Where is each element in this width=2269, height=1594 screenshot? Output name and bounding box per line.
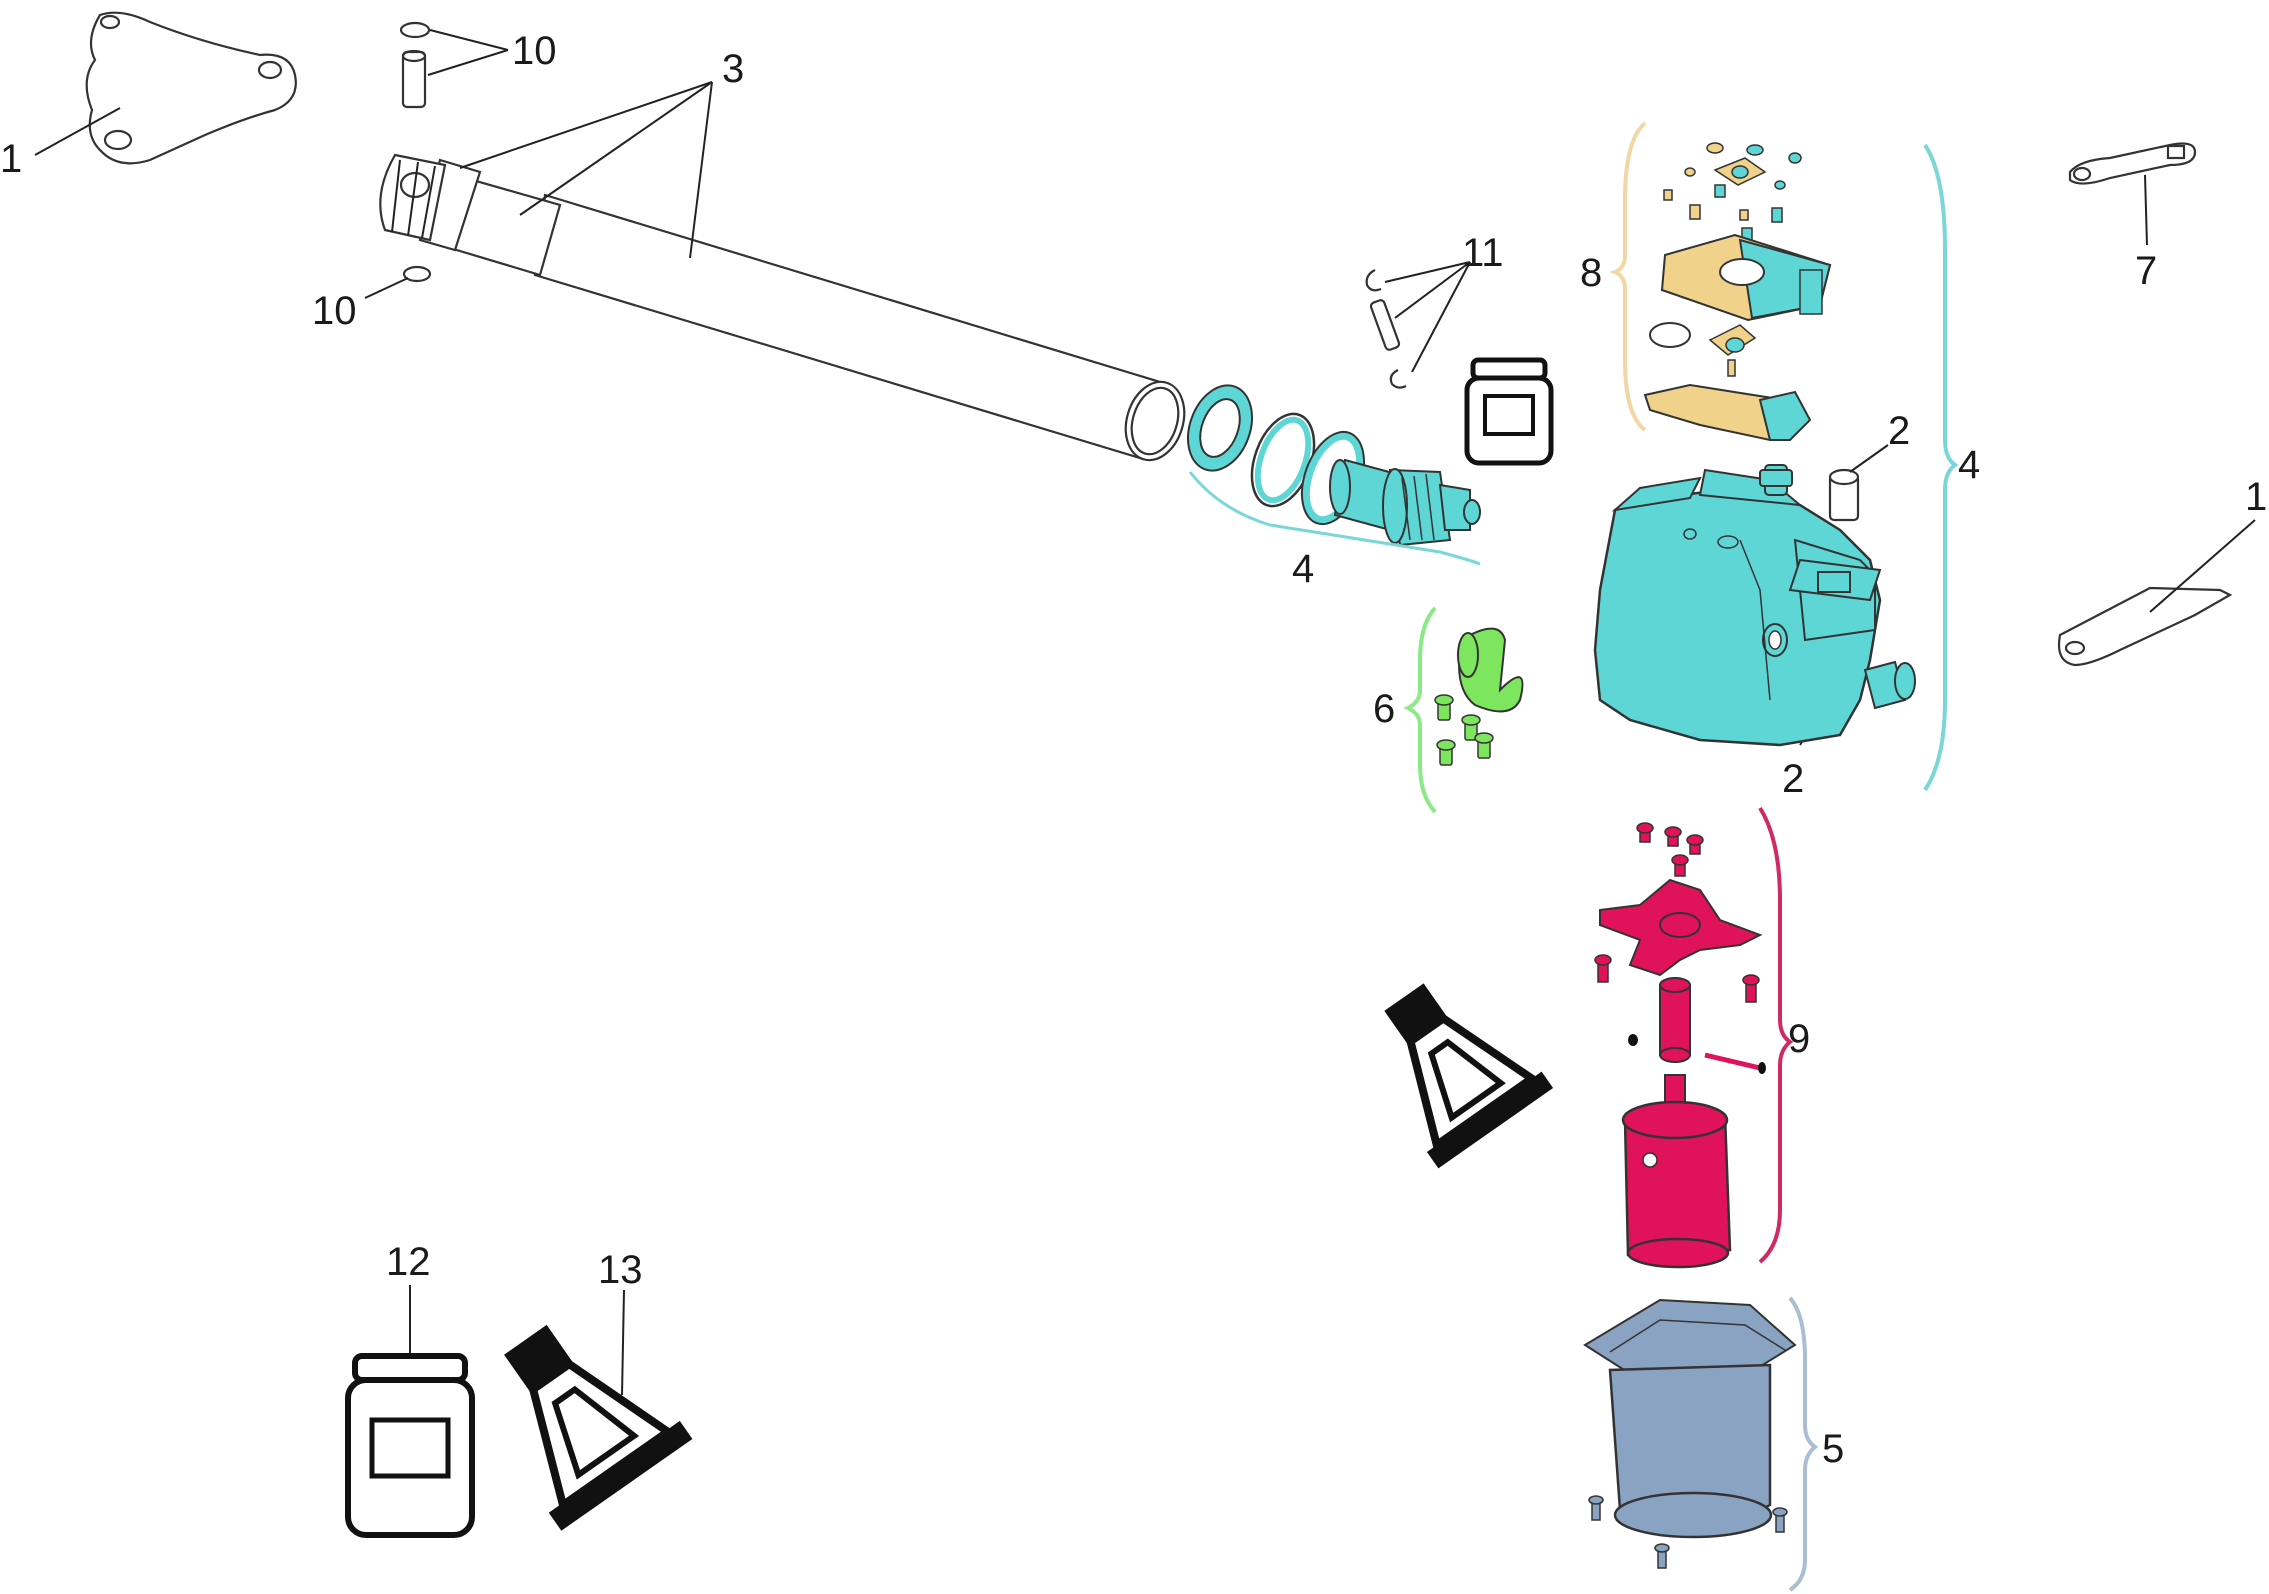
clips[interactable]: [1365, 269, 1407, 389]
grease-tube-icon: [504, 1324, 693, 1531]
label-stop-group: 6: [1373, 687, 1395, 731]
label-housing-group: 4: [1958, 443, 1980, 487]
lower-cover-group[interactable]: [1583, 1298, 1797, 1569]
label-pin-bottom: 10: [312, 289, 357, 333]
grease-tube-icon: [1384, 983, 1554, 1169]
grease-jar-icon: [1464, 357, 1554, 466]
pin-top[interactable]: [399, 21, 431, 109]
seal-top[interactable]: [1828, 468, 1860, 522]
label-gear-group: 4: [1292, 547, 1314, 591]
label-lower-cover-group: 5: [1822, 1427, 1844, 1471]
label-seal-top: 2: [1888, 409, 1910, 453]
motor-group[interactable]: [1594, 822, 1766, 1269]
gear-group[interactable]: [1177, 376, 1481, 547]
label-grease-tube: 13: [598, 1248, 643, 1292]
release-lever[interactable]: [2068, 142, 2197, 185]
label-clips: 11: [1462, 231, 1504, 275]
grease-jar-icon: [345, 1353, 475, 1538]
label-tube-assembly: 3: [722, 47, 744, 91]
right-mounting-bracket[interactable]: [2057, 586, 2233, 667]
label-release-lever: 7: [2135, 249, 2157, 293]
left-mounting-bracket[interactable]: [85, 11, 297, 165]
board-group[interactable]: [1643, 142, 1832, 442]
actuator-tube[interactable]: [379, 153, 1193, 467]
label-board-group: 8: [1580, 251, 1602, 295]
label-grease-jar: 12: [386, 1240, 431, 1284]
label-bracket-right: 1: [2245, 475, 2267, 519]
label-bracket-left: 1: [0, 137, 22, 181]
pin-bottom[interactable]: [402, 265, 432, 283]
label-motor-group: 9: [1788, 1017, 1810, 1061]
label-seal-bottom: 2: [1782, 757, 1804, 801]
stop-group[interactable]: [1434, 627, 1524, 766]
motor-housing[interactable]: [1593, 464, 1916, 747]
label-pin-top: 10: [512, 29, 557, 73]
